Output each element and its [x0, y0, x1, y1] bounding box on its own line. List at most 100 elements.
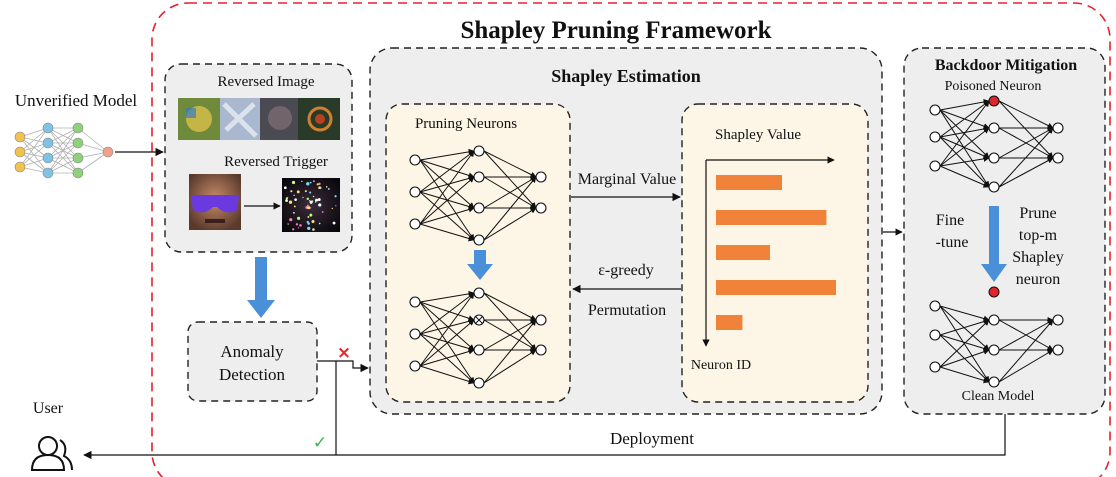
trigger-noise-dot	[309, 213, 313, 217]
network-edge	[939, 165, 990, 188]
shapley-bars	[716, 175, 836, 330]
framework-boundary	[151, 2, 1111, 477]
network-edge	[419, 148, 475, 161]
network-edge	[47, 127, 79, 159]
shapley-bar	[716, 175, 782, 190]
network-node	[473, 202, 485, 214]
poisoned-neuron-label: Poisoned Neuron	[945, 79, 1042, 94]
pruned-neuron	[988, 286, 1000, 298]
trigger-noise-dot	[290, 190, 293, 193]
trigger-noise-dot	[309, 181, 312, 184]
trigger-noise-dot	[307, 215, 310, 218]
trigger-noise-dot	[297, 227, 300, 229]
trigger-noise-dot	[296, 190, 300, 194]
network-edge	[998, 100, 1054, 159]
trigger-noise-dot	[335, 205, 337, 207]
unverified-model-label: Unverified Model	[15, 91, 138, 110]
network-edge	[419, 292, 475, 367]
deployment-arrow	[83, 414, 1006, 460]
blue-down-arrow-anomaly	[247, 257, 275, 318]
network-edge	[483, 207, 537, 241]
network-node	[72, 152, 84, 164]
trigger-noise-dot	[297, 216, 301, 220]
pruning-neurons-label: Pruning Neurons	[415, 116, 517, 132]
network-edge	[419, 318, 475, 335]
shapley-bar	[716, 210, 827, 225]
prune-label-line1: Prune	[1019, 205, 1056, 222]
reversed-trigger-label: Reversed Trigger	[224, 154, 328, 170]
trigger-noise-dot	[317, 198, 321, 201]
trigger-noise-dot	[325, 186, 328, 188]
network-node	[72, 122, 84, 134]
network-edge	[998, 127, 1054, 159]
network-node	[988, 122, 1000, 134]
network-node	[42, 122, 54, 134]
accept-mark: ✓	[313, 433, 327, 453]
pruned-node-cross	[475, 316, 483, 324]
trigger-noise-dot	[318, 182, 321, 185]
prune-label-line3: Shapley	[1012, 249, 1064, 266]
reversed-image-label: Reversed Image	[217, 74, 314, 90]
network-edge	[419, 159, 475, 179]
network-edge	[483, 292, 537, 321]
user-label: User	[33, 400, 64, 417]
finetune-label-line1: Fine	[936, 212, 964, 229]
network-node	[409, 360, 421, 372]
trigger-noise-dot	[307, 206, 311, 210]
network-edge	[939, 100, 990, 138]
shapley-bar	[716, 280, 836, 295]
blue-down-arrow-prune	[981, 206, 1007, 282]
network-node	[535, 171, 547, 183]
trigger-noise-dot	[311, 220, 315, 224]
trigger-noise-dot	[334, 195, 337, 198]
network-edge	[47, 127, 79, 174]
network-node	[42, 137, 54, 149]
network-node	[409, 328, 421, 340]
network-node	[988, 152, 1000, 164]
network-node	[473, 344, 485, 356]
neuron-id-label: Neuron ID	[691, 358, 751, 373]
network-node	[535, 344, 547, 356]
trigger-noise-dot	[321, 211, 324, 213]
network-node	[14, 161, 26, 173]
network-edge	[419, 150, 475, 193]
trigger-noise-dot	[292, 228, 295, 231]
network-edge	[19, 142, 49, 168]
trigger-noise-dot	[295, 223, 299, 226]
network-edge	[998, 319, 1054, 351]
trigger-noise-dot	[304, 190, 307, 193]
trigger-noise-dot	[283, 186, 287, 190]
network-edge	[419, 333, 475, 352]
anomaly-label-line1: Anomaly	[220, 342, 284, 361]
network-edge	[419, 301, 475, 351]
network-node	[929, 361, 941, 373]
trigger-noise-dot	[302, 196, 304, 199]
epsilon-greedy-label: ε-greedy	[598, 262, 654, 279]
network-node	[14, 146, 26, 158]
clean-model-label: Clean Model	[962, 389, 1035, 404]
trigger-noise-dot	[306, 197, 309, 201]
network-edge	[419, 319, 475, 367]
network-edge	[419, 206, 475, 225]
network-edge	[483, 349, 537, 384]
network-edge	[483, 319, 537, 351]
network-edge	[483, 150, 537, 178]
prune-label-line2: top-m	[1019, 227, 1058, 244]
network-edge	[483, 292, 537, 351]
anomaly-to-estimation-arrow	[317, 360, 369, 373]
user-icon	[30, 436, 73, 471]
network-node	[42, 152, 54, 164]
trigger-noise-dot	[315, 198, 318, 202]
trigger-noise-dot	[292, 181, 294, 183]
network-node	[535, 202, 547, 214]
prune-label-line4: neuron	[1016, 271, 1060, 288]
network-edge	[483, 319, 537, 384]
network-node	[42, 167, 54, 179]
trigger-noise-dot	[294, 198, 297, 202]
trigger-noise-dot	[288, 200, 293, 204]
reversed-trigger-noise	[282, 178, 340, 232]
poisoned-neuron-node	[988, 95, 1000, 107]
trigger-noise-dot	[312, 228, 315, 231]
anomaly-label-line2: Detection	[219, 365, 286, 384]
trigger-noise-dot	[287, 223, 289, 225]
